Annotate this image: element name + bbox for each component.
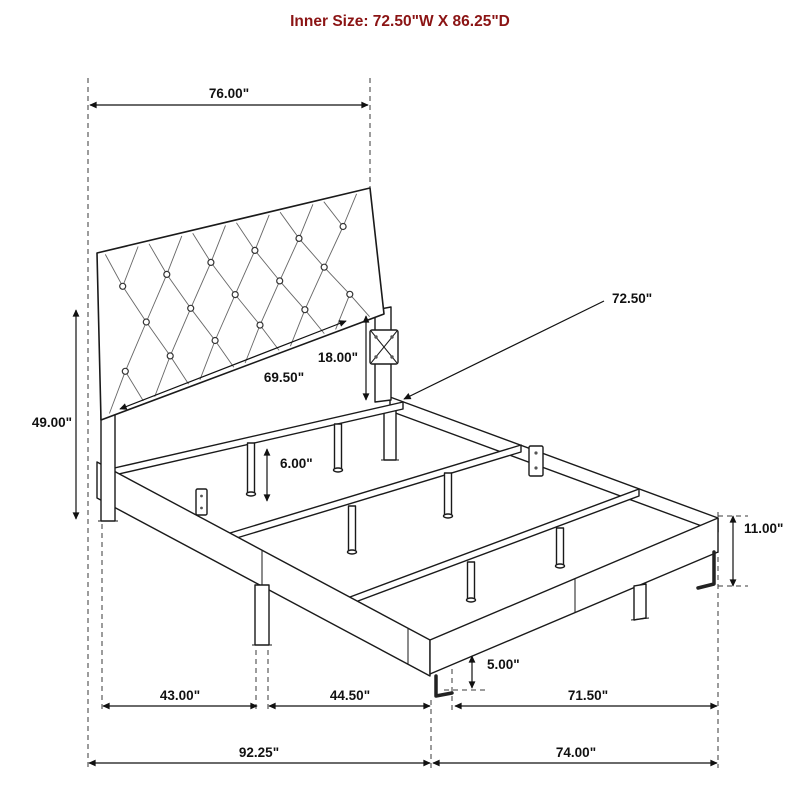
dim-inner-width-label: 72.50" bbox=[612, 291, 652, 306]
dim-overall-width-label: 74.00" bbox=[556, 745, 596, 760]
foot-rail-mid-leg bbox=[630, 583, 650, 621]
headboard-panel bbox=[96, 187, 385, 421]
rail-bracket-near bbox=[195, 488, 208, 516]
dim-side-rail-height-label: 11.00" bbox=[744, 521, 783, 536]
headboard-bracket bbox=[369, 329, 399, 365]
front-corner-leg bbox=[434, 674, 454, 698]
dim-headboard-height: 49.00" bbox=[30, 309, 80, 520]
dim-slat-leg-height-label: 6.00" bbox=[280, 456, 313, 471]
slat-legs bbox=[245, 423, 566, 603]
near-rail-mid-leg bbox=[252, 584, 272, 646]
dim-headboard-inner-width: 69.50" bbox=[119, 320, 347, 410]
dim-headboard-width: 76.00" bbox=[89, 84, 369, 109]
far-head-leg bbox=[381, 408, 399, 461]
rail-bracket-far bbox=[528, 445, 544, 477]
foot-rail bbox=[429, 517, 719, 675]
slat-2 bbox=[229, 444, 522, 541]
dim-leg-span-foot: 71.50" bbox=[454, 686, 718, 710]
inner-size-title: Inner Size: 72.50"W X 86.25"D bbox=[290, 13, 510, 30]
dim-leg-span-mid: 44.50" bbox=[268, 686, 431, 710]
dim-overall-width: 74.00" bbox=[432, 743, 718, 767]
dim-headboard-inner-width-label: 69.50" bbox=[264, 370, 304, 385]
dim-inner-width-callout: 72.50" bbox=[403, 289, 654, 400]
dim-slat-leg-height: 6.00" bbox=[263, 448, 314, 502]
dim-leg-span-mid-label: 44.50" bbox=[330, 688, 370, 703]
dim-leg-span-head: 43.00" bbox=[102, 686, 258, 710]
dim-headboard-width-label: 76.00" bbox=[209, 86, 249, 101]
dim-leg-span-head-label: 43.00" bbox=[160, 688, 200, 703]
near-side-rail bbox=[96, 461, 431, 677]
dimension-annotations: 76.00" 49.00" 18.00" 69.50" 72.50" 6.00"… bbox=[30, 84, 785, 767]
right-corner-leg bbox=[696, 550, 716, 590]
dim-overall-depth: 92.25" bbox=[88, 743, 431, 767]
dim-leg-span-foot-label: 71.50" bbox=[568, 688, 608, 703]
dim-headboard-height-label: 49.00" bbox=[32, 415, 72, 430]
headboard-left-leg bbox=[98, 413, 118, 522]
dim-side-rail-height: 11.00" bbox=[729, 515, 785, 587]
dim-panel-height-label: 18.00" bbox=[318, 350, 358, 365]
dim-foot-leg-height: 5.00" bbox=[468, 655, 521, 689]
bed-frame-drawing bbox=[96, 187, 719, 698]
extension-lines bbox=[87, 78, 748, 768]
dim-overall-depth-label: 92.25" bbox=[239, 745, 279, 760]
slat-1 bbox=[109, 401, 404, 477]
dim-foot-leg-height-label: 5.00" bbox=[487, 657, 520, 672]
far-side-rail bbox=[389, 396, 719, 533]
